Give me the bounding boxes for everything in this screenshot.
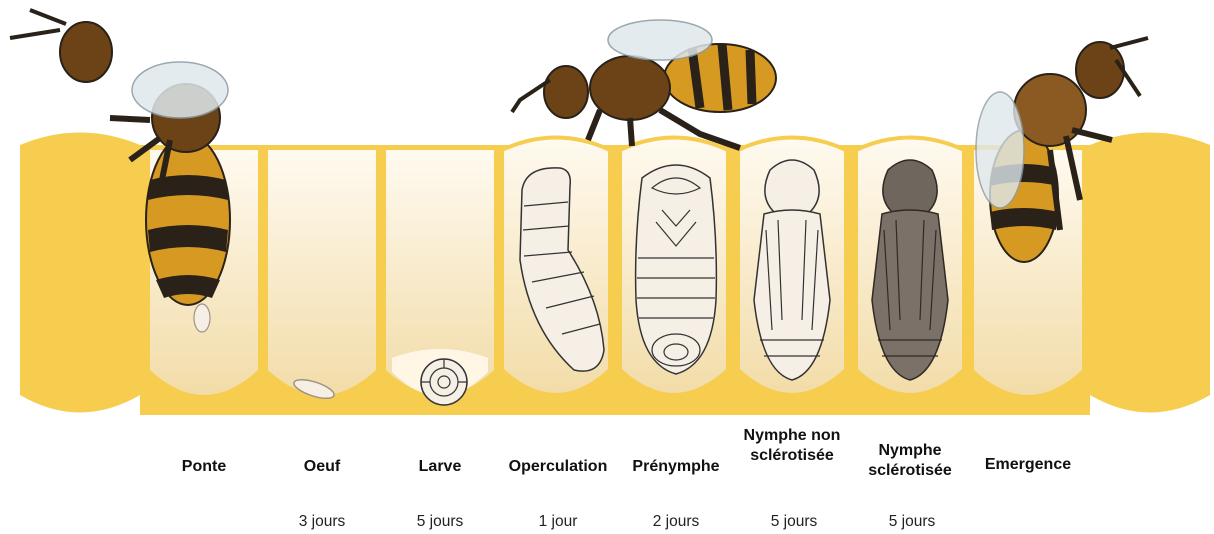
duration-larve: 5 jours: [378, 512, 502, 532]
worker-bee-icon: [512, 20, 776, 148]
cell-operculation: [502, 138, 610, 396]
stage-label-nymphe-non-sclerotisee: Nymphe non sclérotisée: [740, 426, 844, 466]
cell-oeuf: [268, 150, 376, 402]
cell-prenymphe: [620, 138, 728, 396]
duration-prenymphe: 2 jours: [614, 512, 738, 532]
stage-label-prenymphe: Prénymphe: [614, 457, 738, 477]
cell-nymphe-sclerotisee: [856, 138, 964, 396]
duration-nymphe-non-sclerotisee: 5 jours: [732, 512, 856, 532]
cell-nymphe-non-sclerotisee: [738, 138, 846, 396]
duration-operculation: 1 jour: [496, 512, 620, 532]
pupa-icon: [754, 160, 830, 380]
stage-label-ponte: Ponte: [142, 457, 266, 477]
stage-label-oeuf: Oeuf: [260, 457, 384, 477]
stage-label-emergence: Emergence: [966, 455, 1090, 475]
stage-label-larve: Larve: [378, 457, 502, 477]
stage-label-nymphe-sclerotisee: Nymphe sclérotisée: [858, 441, 962, 481]
larva-icon: [421, 359, 467, 405]
duration-nymphe-sclerotisee: 5 jours: [850, 512, 974, 532]
stage-label-operculation: Operculation: [496, 457, 620, 477]
cell-larve: [386, 150, 494, 405]
duration-oeuf: 3 jours: [260, 512, 384, 532]
